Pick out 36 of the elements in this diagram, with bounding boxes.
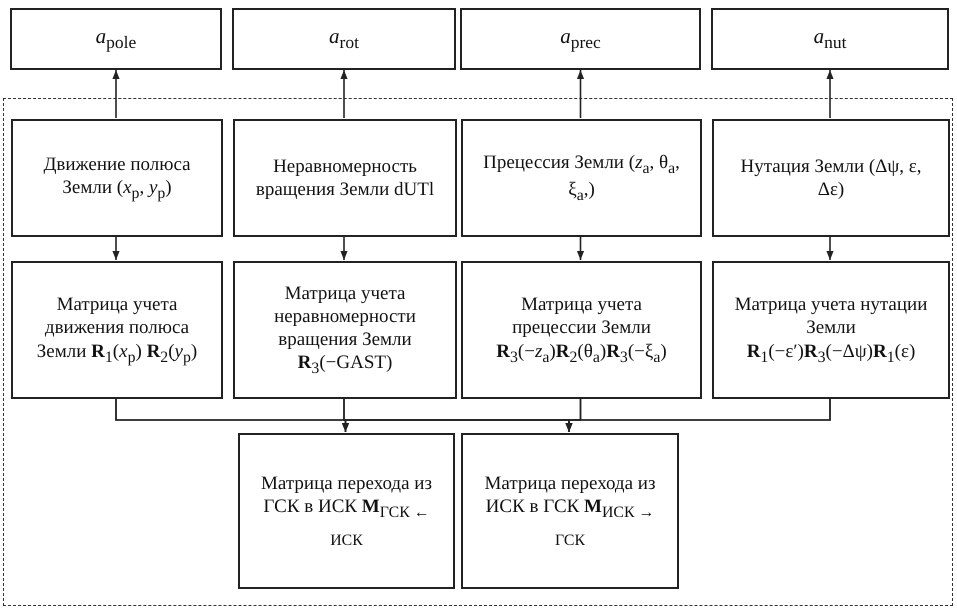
box-label: Движение полюса Земли (x$_{p}$, y$_{p}$) [42,152,192,204]
arrow [340,70,348,118]
process-box [461,433,679,589]
box-label: a$_{nut}$ [812,23,848,54]
arrow [340,236,348,260]
dashed-frame [3,98,953,606]
box-label: Неравномерность вращения Земли dUTl [254,154,436,202]
box-label: a$_{prec}$ [559,23,602,54]
process-box [11,261,223,399]
output-box [10,8,222,70]
process-box [238,433,455,589]
arrow [565,398,831,432]
box-label: Матрица учета движения полюса Земли R$_{1}$(x$_{p}$) R$_{2}$(y$_{p}$) [36,293,198,368]
arrow [112,70,120,118]
process-box [233,119,457,237]
arrow [112,236,120,260]
output-box [232,8,456,70]
box-label: Матрица учета неравномерности вращения Земли R$_{3}$(−GAST) [273,282,417,379]
process-box [712,261,950,399]
box-label: Нутация Земли (Δψ, ε, Δε) [739,154,923,202]
arrow [826,70,834,118]
arrow [576,236,584,260]
box-label: Матрица учета прецессии Земли R$_{3}$(−z$_{a}$)R$_{2}$(θ$_{a}$)R$_{3}$(−ξ$_{a}$) [495,293,668,368]
arrow [826,236,834,260]
box-label: Прецессия Земли (z$_{a}$, θ$_{a}$, ξ$_{a}$,) [482,150,681,206]
process-box [11,119,223,237]
process-box [461,261,702,399]
process-box [233,261,457,399]
box-label: a$_{rot}$ [328,23,360,54]
box-label: Матрица учета нутации Земли R$_{1}$(−ε′)R$_{3}$(−Δψ)R$_{1}$(ε) [734,293,928,368]
process-box [712,119,950,237]
box-label: a$_{pole}$ [94,23,138,54]
arrow [576,70,584,118]
output-box [460,8,701,70]
process-box [461,119,702,237]
output-box [711,8,949,70]
